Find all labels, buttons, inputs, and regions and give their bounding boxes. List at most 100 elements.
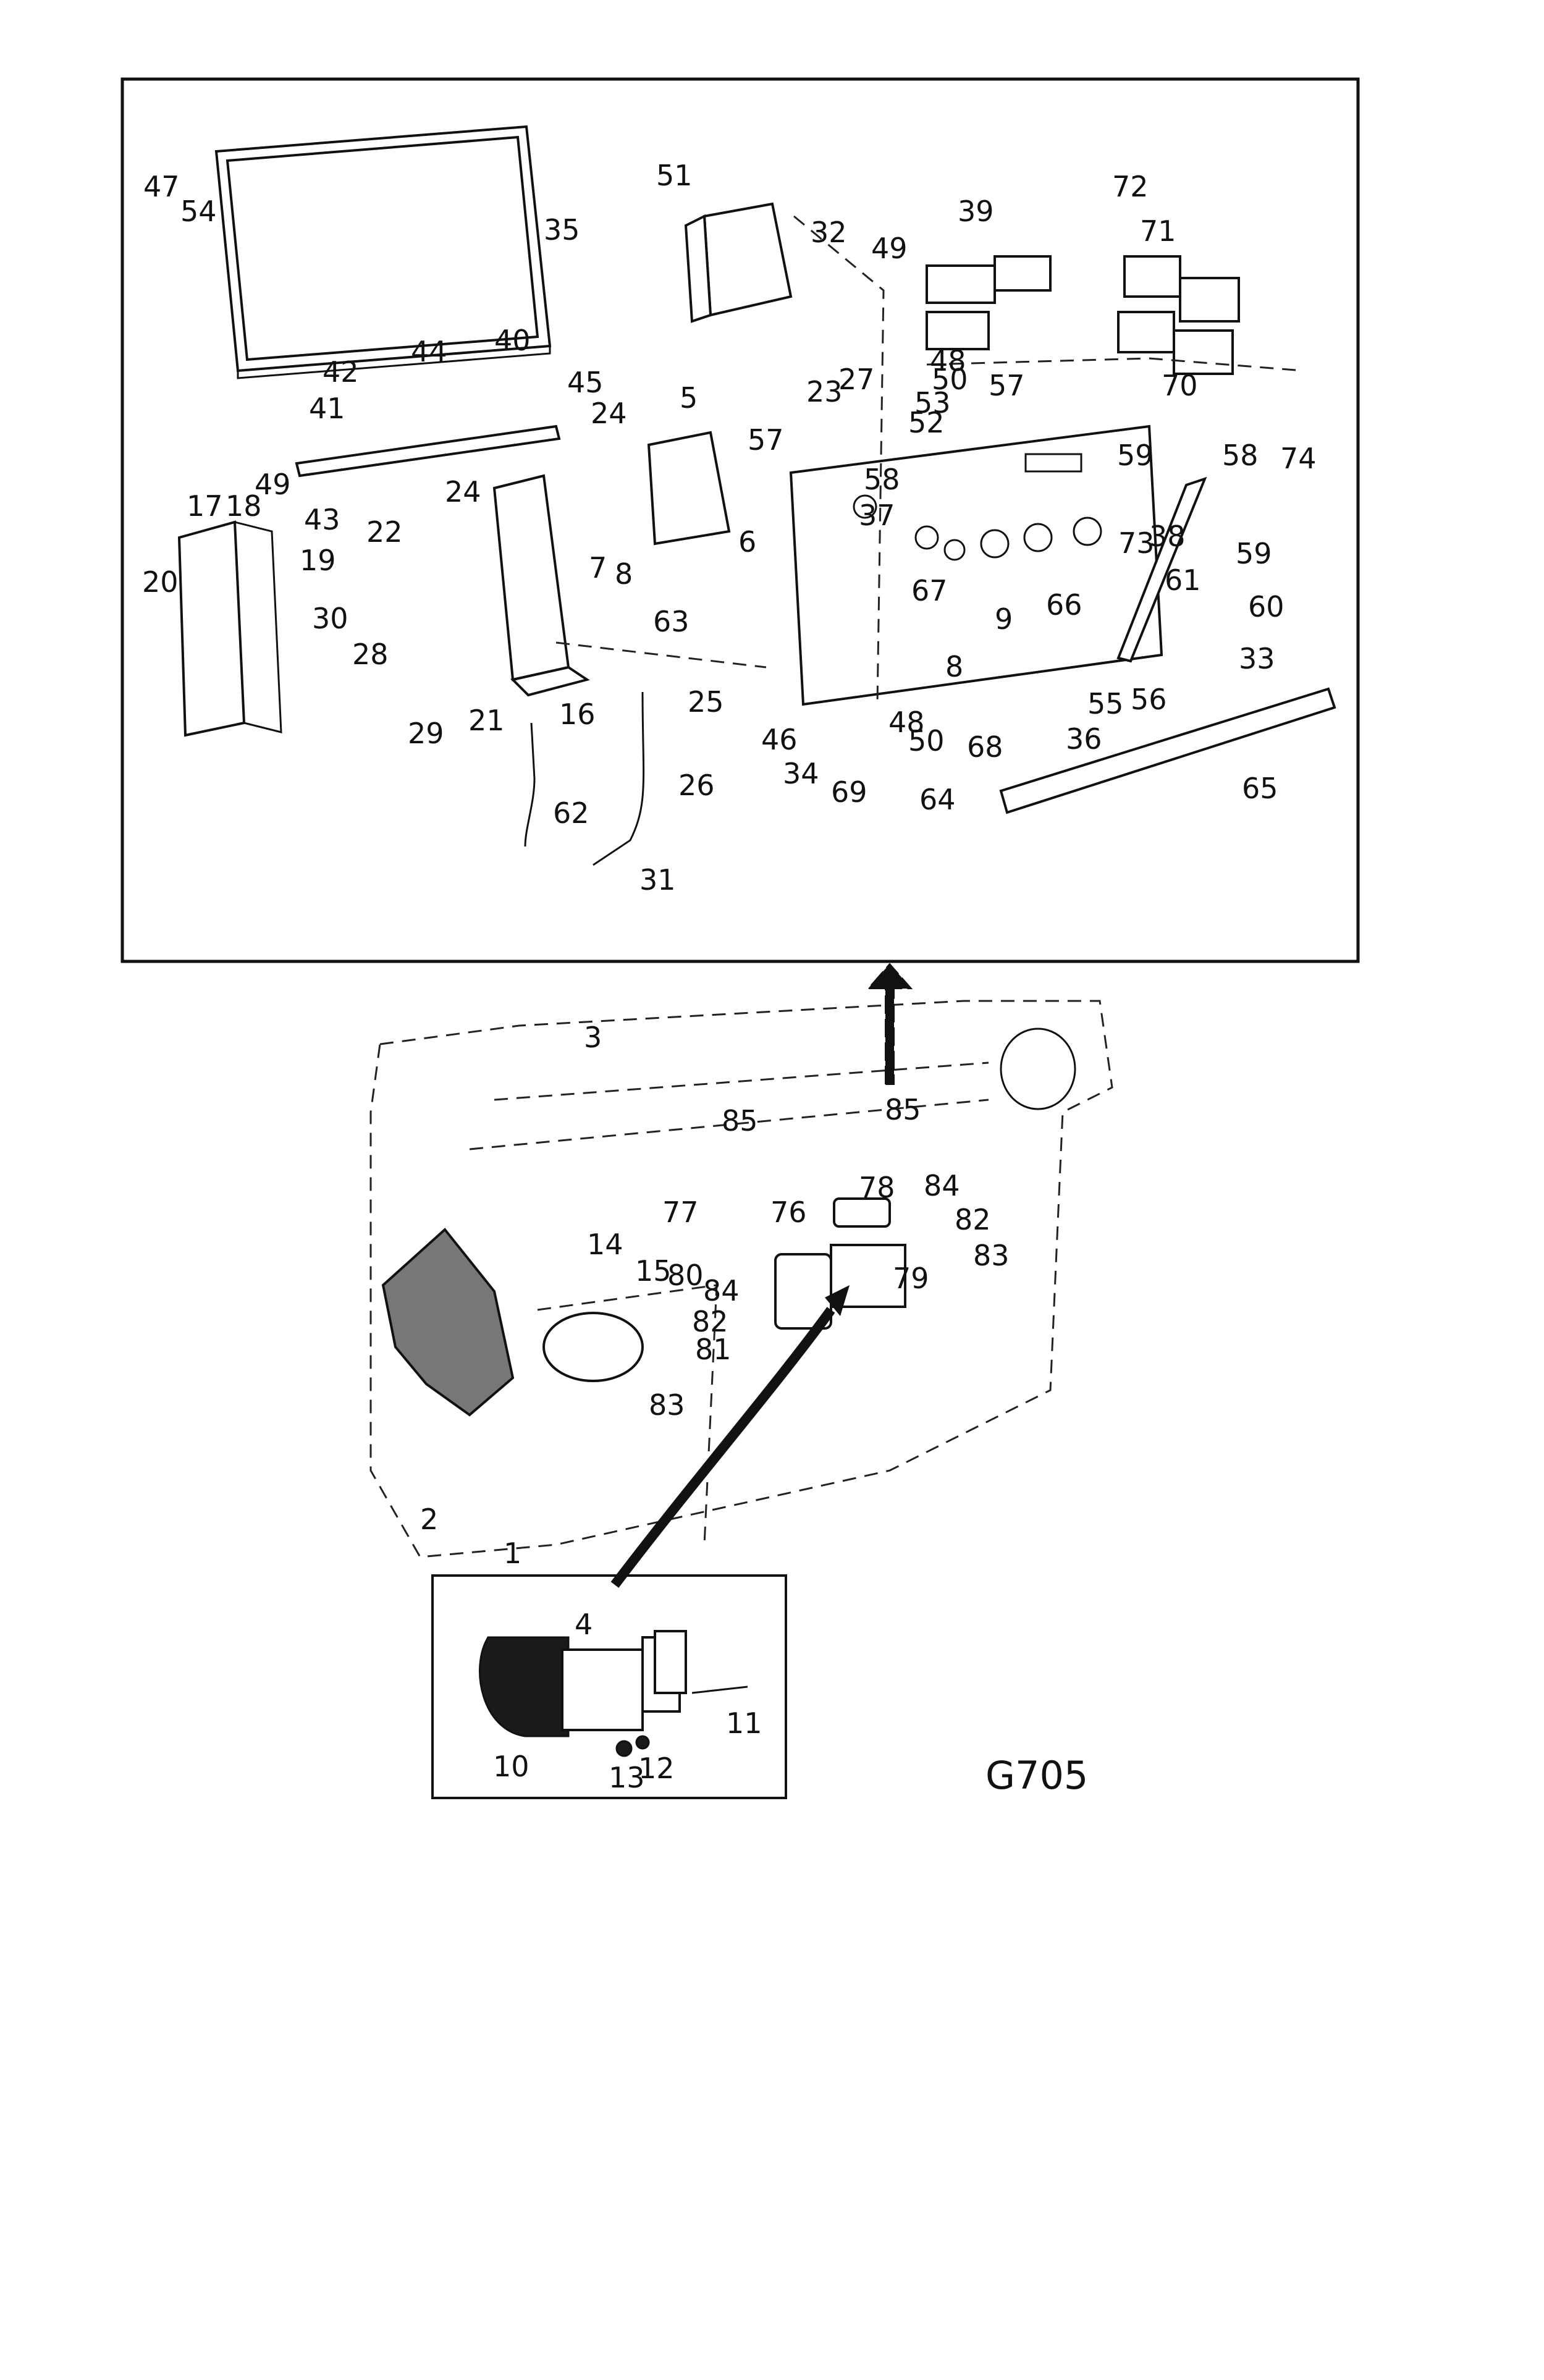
part-number-label: 2: [420, 1503, 438, 1536]
part-number-label: 51: [656, 159, 693, 192]
part-number-label: 82: [692, 1305, 728, 1338]
part-number-label: 47: [143, 170, 180, 203]
part-number-label: 42: [323, 355, 359, 389]
curved-arrow: [610, 1307, 835, 1588]
part-number-label: 83: [649, 1388, 685, 1422]
part-number-label: 57: [989, 369, 1025, 402]
part-number-label: 8: [615, 557, 633, 591]
part-number-label: 12: [638, 1752, 675, 1785]
part-number-label: 24: [591, 397, 627, 430]
part-number-label: 44: [411, 335, 447, 368]
mounting-strip-part: [295, 424, 561, 478]
part-number-label: 31: [639, 863, 676, 897]
part-number-label: 11: [726, 1707, 762, 1740]
part-number-label: 24: [445, 475, 481, 508]
part-number-label: 5: [680, 381, 698, 415]
part-number-label: 3: [584, 1021, 602, 1054]
part-number-label: 58: [864, 463, 900, 496]
sender-part: [833, 1197, 891, 1228]
part-number-label: 43: [304, 503, 340, 536]
part-number-label: 19: [300, 544, 336, 577]
part-number-label: 72: [1112, 170, 1149, 203]
part-number-label: 66: [1046, 588, 1082, 622]
part-number-label: 71: [1140, 214, 1176, 248]
inset-frame: [431, 1574, 787, 1799]
part-number-label: 50: [908, 724, 945, 757]
part-number-label: 40: [494, 324, 531, 357]
part-number-label: 76: [770, 1196, 807, 1229]
part-number-label: 13: [609, 1761, 645, 1794]
part-number-label: 17: [187, 489, 223, 523]
engine-outline: [369, 1000, 1113, 1558]
part-number-label: 63: [653, 605, 690, 638]
part-number-label: 54: [180, 195, 217, 228]
part-number-label: 79: [893, 1262, 929, 1295]
part-number-label: 15: [635, 1254, 672, 1288]
part-number-label: 85: [722, 1104, 758, 1137]
part-number-label: 69: [831, 775, 867, 809]
part-number-label: 16: [559, 698, 596, 731]
part-number-label: 57: [748, 423, 784, 457]
part-number-label: 30: [312, 602, 348, 635]
part-number-label: 73: [1118, 526, 1155, 560]
part-number-label: 41: [309, 392, 345, 425]
cover-frame-part: [214, 125, 552, 379]
part-number-label: 27: [838, 363, 875, 396]
part-number-label: 38: [1149, 520, 1186, 553]
part-number-label: 50: [932, 363, 968, 396]
part-number-label: 56: [1131, 683, 1167, 716]
oil-pipe-part: [593, 691, 645, 866]
part-number-label: 49: [871, 232, 908, 265]
inset-alternator-part: [479, 1630, 687, 1737]
part-number-label: 48: [930, 344, 966, 378]
part-number-label: 23: [806, 375, 843, 408]
part-number-label: 37: [859, 499, 895, 532]
part-number-label: 14: [587, 1228, 623, 1261]
part-number-label: 59: [1236, 537, 1272, 570]
part-number-label: 18: [226, 489, 262, 523]
instrument-panel-part: [789, 424, 1163, 706]
terminal-cover-part: [177, 520, 282, 737]
cable-part: [524, 722, 536, 847]
part-number-label: 25: [688, 685, 724, 719]
part-number-label: 53: [914, 386, 951, 420]
part-number-label: 64: [919, 783, 956, 816]
part-number-label: 8: [945, 650, 963, 683]
part-number-label: 21: [468, 704, 505, 737]
part-number-label: 83: [973, 1239, 1010, 1272]
part-number-label: 10: [493, 1750, 529, 1783]
detail-panel-frame: [120, 77, 1360, 963]
part-number-label: 46: [761, 723, 798, 756]
part-number-label: 78: [859, 1171, 895, 1204]
junction-box-part: [492, 474, 590, 697]
part-number-label: 84: [924, 1169, 960, 1202]
part-number-label: 77: [662, 1196, 699, 1229]
part-number-label: 33: [1239, 642, 1275, 675]
part-number-label: 52: [908, 406, 945, 439]
air-filter-part: [381, 1228, 644, 1417]
alternator-part: [774, 1244, 906, 1330]
part-number-label: 45: [567, 366, 604, 399]
part-number-label: 39: [958, 195, 994, 228]
switch-pair-part: [1117, 255, 1240, 375]
upward-arrow: [866, 963, 913, 1085]
part-number-label: 74: [1280, 442, 1317, 475]
part-number-label: 67: [911, 574, 948, 607]
part-number-label: 68: [967, 730, 1003, 764]
part-number-label: 61: [1165, 563, 1201, 597]
drawing-code: G705: [985, 1753, 1088, 1798]
relay-pair-part: [926, 255, 1052, 350]
part-number-label: 7: [589, 551, 607, 584]
part-number-label: 82: [955, 1203, 991, 1236]
module-box-part: [647, 431, 731, 546]
part-number-label: 36: [1066, 722, 1102, 756]
part-number-label: 34: [783, 757, 819, 790]
part-number-label: 26: [678, 769, 715, 802]
part-number-label: 60: [1248, 590, 1285, 623]
part-number-label: 29: [408, 717, 444, 750]
part-number-label: 35: [544, 213, 580, 247]
